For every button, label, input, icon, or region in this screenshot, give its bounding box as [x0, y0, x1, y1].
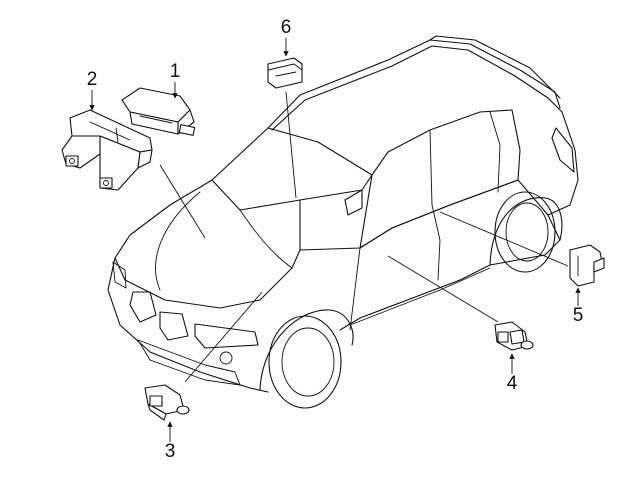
part-4-sensor[interactable]	[387, 255, 534, 351]
callout-2: 2	[87, 69, 98, 111]
callout-1: 1	[170, 61, 181, 99]
door-line-rear	[431, 204, 441, 281]
callout-2-label: 2	[87, 69, 98, 90]
callout-4-label: 4	[507, 373, 518, 394]
hood-crease	[155, 191, 201, 291]
front-rim	[281, 327, 335, 397]
windshield	[211, 127, 373, 211]
part-5-connector-clip[interactable]	[439, 211, 605, 287]
callout-3-label: 3	[165, 441, 176, 462]
callout-6-label: 6	[281, 17, 292, 38]
hood	[114, 179, 301, 309]
callout-5: 5	[573, 287, 584, 326]
body-side	[299, 179, 561, 331]
callout-5-label: 5	[573, 305, 584, 326]
side-mirror	[344, 189, 363, 216]
kidney-grille-right	[159, 311, 189, 341]
front-wheel	[268, 315, 342, 409]
door-line-front	[349, 247, 361, 331]
callout-6: 6	[281, 17, 292, 57]
vehicle-outline	[107, 35, 579, 409]
headlight	[194, 323, 259, 349]
kidney-grille-left	[129, 291, 157, 323]
front-fascia	[107, 257, 269, 393]
part-3-sensor[interactable]	[144, 291, 263, 421]
hood-crease-2	[239, 209, 293, 269]
callout-3: 3	[165, 421, 176, 462]
headlight-left	[112, 261, 127, 289]
roof-inner-line	[271, 45, 549, 131]
roof-rail	[429, 35, 561, 99]
b-pillar	[429, 129, 433, 206]
callout-4: 4	[507, 353, 518, 394]
lower-intake	[137, 339, 241, 386]
part-2-bracket[interactable]	[61, 109, 153, 191]
c-pillar	[489, 111, 501, 193]
part-6-switch-module[interactable]	[267, 57, 303, 199]
rear-hatch	[547, 97, 579, 216]
front-wheel-arch	[259, 309, 354, 391]
sill-line	[349, 267, 491, 326]
fog-light	[219, 351, 233, 365]
rear-rim	[505, 202, 549, 262]
callout-1-label: 1	[170, 61, 181, 82]
roof-line	[267, 39, 561, 129]
rear-wheel	[494, 191, 556, 273]
taillight	[551, 127, 575, 173]
